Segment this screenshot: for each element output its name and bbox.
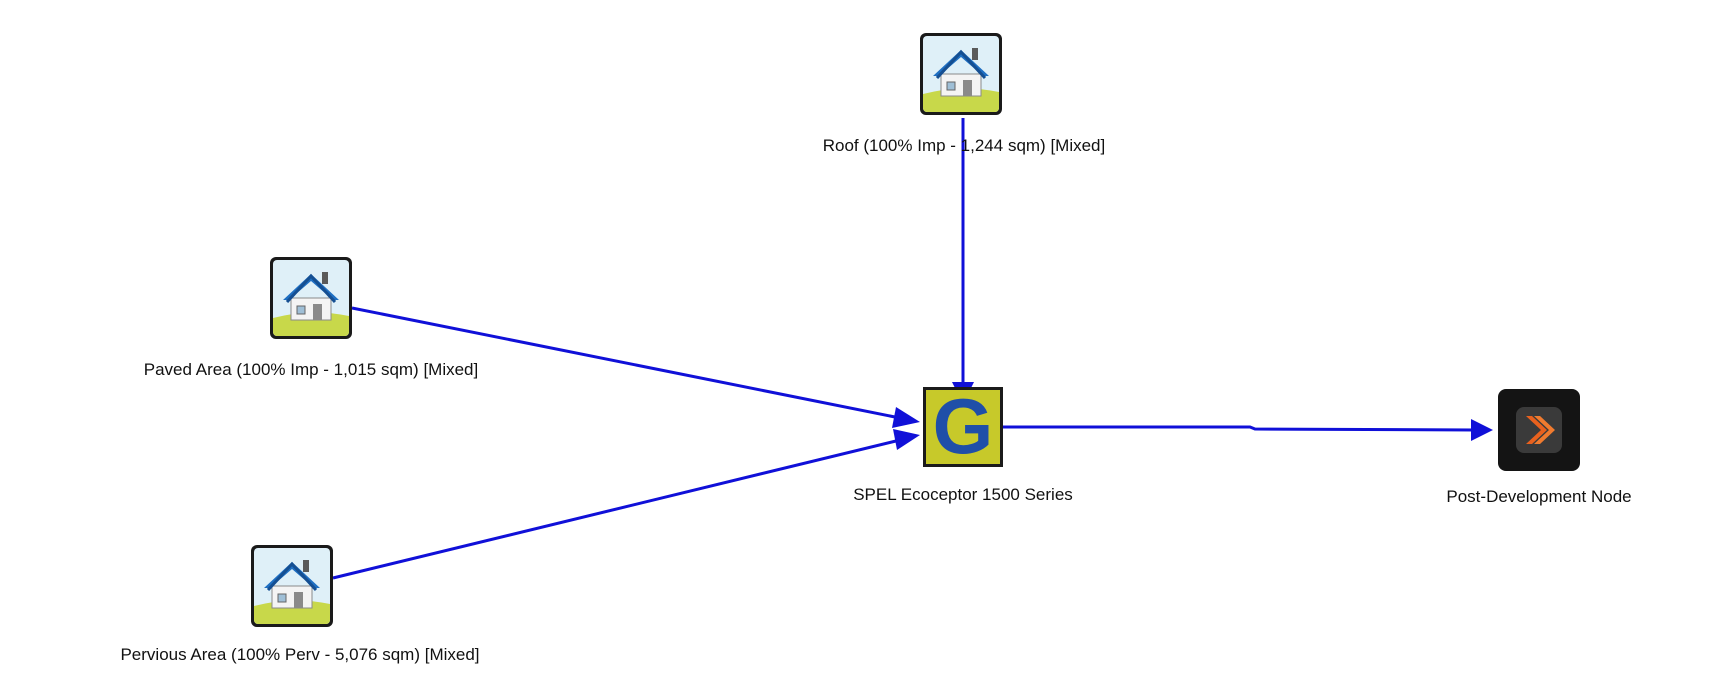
node-label: Roof (100% Imp - 1,244 sqm) [Mixed] xyxy=(822,136,1106,155)
house-icon-graphic xyxy=(254,548,330,624)
node-label: Pervious Area (100% Perv - 5,076 sqm) [M… xyxy=(120,645,480,664)
receiving-node-icon[interactable] xyxy=(1498,389,1580,471)
node-label: Post-Development Node xyxy=(1446,487,1632,506)
house-icon-graphic xyxy=(273,260,349,336)
house-icon[interactable] xyxy=(270,257,352,339)
receiving-arrow-icon xyxy=(1516,407,1562,453)
link-paved-to-treatment[interactable] xyxy=(351,306,901,420)
node-label: Paved Area (100% Imp - 1,015 sqm) [Mixed… xyxy=(143,360,479,379)
link-receiving-arrowhead xyxy=(1471,419,1493,441)
house-icon[interactable] xyxy=(251,545,333,627)
link-paved-arrowhead xyxy=(892,407,920,428)
link-pervious-to-treatment[interactable] xyxy=(332,438,901,580)
house-icon-graphic xyxy=(923,36,999,112)
house-icon[interactable] xyxy=(920,33,1002,115)
link-pervious-arrowhead xyxy=(893,429,920,450)
link-treatment-to-receiving[interactable] xyxy=(1003,425,1476,432)
g-treatment-icon[interactable]: G xyxy=(923,387,1003,467)
g-glyph: G xyxy=(932,382,994,470)
node-label: SPEL Ecoceptor 1500 Series xyxy=(853,485,1073,504)
